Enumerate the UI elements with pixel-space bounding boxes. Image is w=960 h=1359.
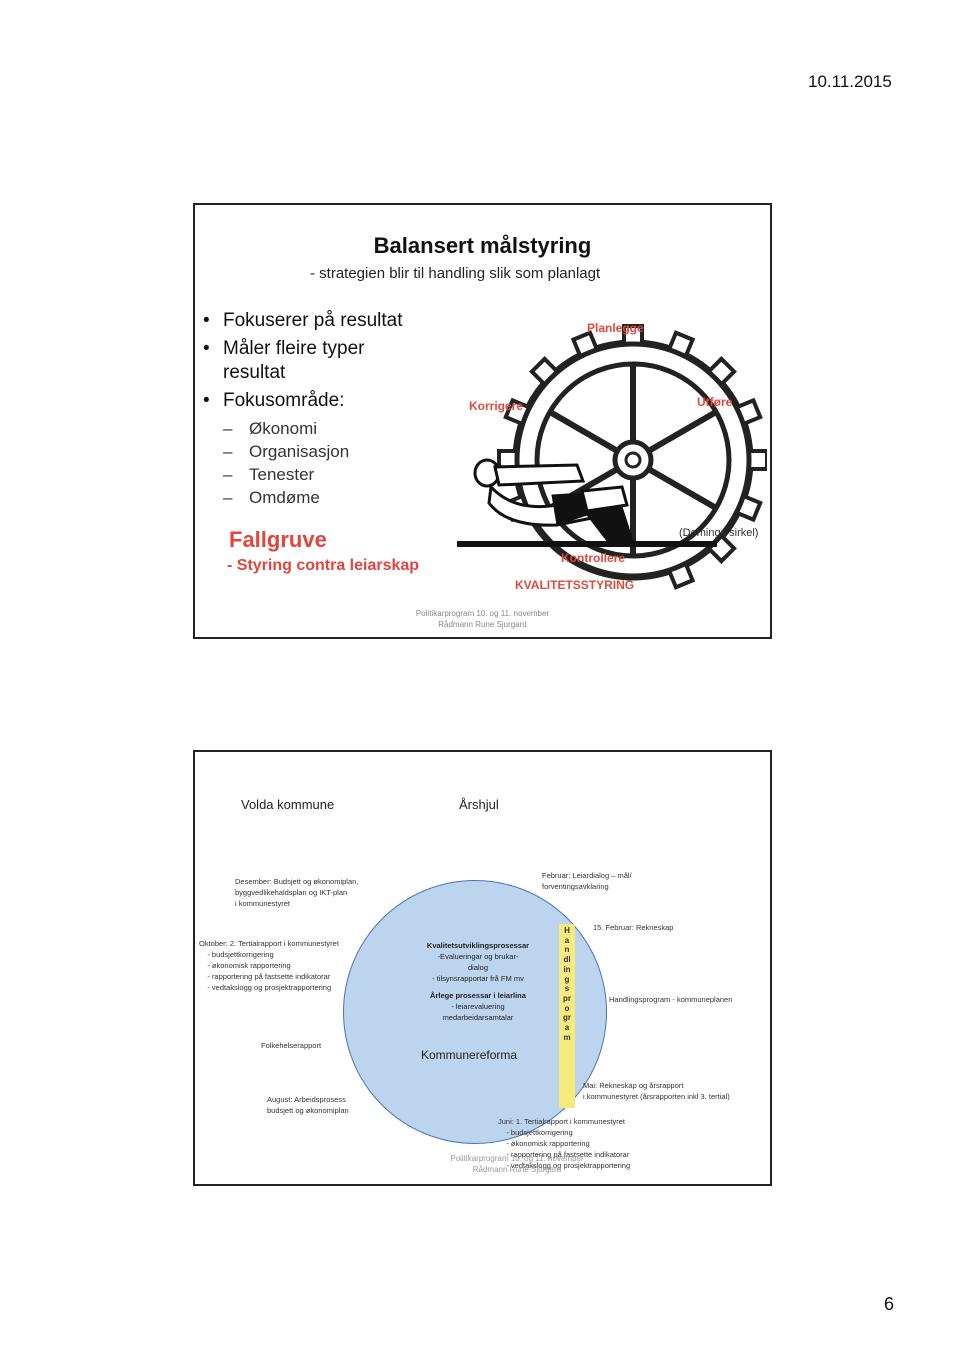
- arlege-lines: - leiarevaluering medarbeidarsamtalar: [442, 1002, 514, 1022]
- handlingsprogram-text: Handlingsprogram - kommuneplanen: [609, 995, 733, 1004]
- person-pushing-icon: [473, 458, 634, 542]
- bullet-list: Fokuserer på resultat Måler fleire typer…: [201, 309, 461, 509]
- arlege-title: Årlege prosessar i leiarlina: [430, 991, 526, 1000]
- slide-subtitle: - strategien blir til handling slik som …: [310, 265, 601, 282]
- kommunereforma-text: Kommunereforma: [421, 1048, 518, 1062]
- organisation-name: Volda kommune: [241, 797, 335, 812]
- ground-line: [457, 541, 717, 547]
- fallgruve-heading: Fallgruve: [229, 527, 327, 552]
- process-box: Kvalitetsutviklingsprosessar -Evaluering…: [417, 940, 539, 1023]
- februar-15-text: 15. Februar: Rekneskap: [593, 923, 674, 932]
- mai-text: Mai: Rekneskap og årsrapport i kommunest…: [583, 1081, 730, 1101]
- bullet-item: Måler fleire typer resultat: [201, 337, 403, 385]
- page-number: 6: [884, 1294, 895, 1314]
- folkehelserapport-text: Folkehelserapport: [261, 1041, 322, 1050]
- bullet-item: Fokusområde:: [201, 389, 461, 413]
- slide-footer: Politikarprogram 10. og 11. november: [415, 609, 550, 618]
- fallgruve-subheading: - Styring contra leiarskap: [227, 557, 420, 574]
- header-date: 10.11.2015: [808, 72, 892, 91]
- februar-text: Februar: Leiardialog – mål/ forventingsa…: [542, 871, 632, 891]
- label-kvalitetsstyring: KVALITETSSTYRING: [515, 578, 635, 592]
- kval-title: Kvalitetsutviklingsprosessar: [426, 941, 530, 950]
- slide-arshjul: Volda kommune Årshjul Handlingsprogram D…: [193, 750, 772, 1186]
- bullet-item: Fokuserer på resultat: [201, 309, 461, 333]
- slide-footer-author: Rådmann Rune Sjurgard: [472, 1165, 562, 1174]
- handlingsprogram-vertical-label: Handlingsprogram: [559, 924, 575, 1108]
- sub-item: Tenester: [201, 463, 461, 486]
- slide-balansert-malstyring: Balansert målstyring - strategien blir t…: [193, 203, 772, 639]
- handle-text: Handlingsprogram: [563, 926, 571, 1042]
- slide-footer: Politikarprogram 10. og 11. november: [450, 1154, 584, 1163]
- label-utfore: Utføre: [697, 395, 733, 409]
- label-demings-sirkel: (Demings sirkel): [679, 527, 759, 539]
- deming-gear-illustration: [457, 324, 767, 590]
- sub-item: Organisasjon: [201, 440, 461, 463]
- kval-lines: -Evalueringar og brukar- dialog - tilsyn…: [432, 952, 524, 983]
- august-text: August: Arbeidsprosess budsjett og økono…: [267, 1095, 349, 1115]
- label-korrigere: Korrigere: [469, 399, 524, 413]
- slide-title: Balansert målstyring: [195, 233, 770, 259]
- label-kontrollere: Kontrollere: [561, 551, 626, 565]
- gear-icon: [497, 324, 767, 590]
- desember-text: Desember: Budsjett og økonomiplan, byggv…: [235, 877, 359, 908]
- oktober-text: Oktober: 2. Tertialrapport i kommunestyr…: [199, 939, 339, 992]
- label-planlegge: Planlegge: [587, 321, 644, 335]
- slide-title-text: Balansert målstyring: [373, 233, 592, 258]
- slide-footer-author: Rådmann Rune Sjurgard: [438, 620, 527, 629]
- juni-text: Juni: 1. Tertialrapport i kommunestyret …: [498, 1117, 631, 1170]
- sub-item: Økonomi: [201, 417, 461, 440]
- slide-title: Årshjul: [459, 797, 499, 812]
- sub-item: Omdøme: [201, 486, 461, 509]
